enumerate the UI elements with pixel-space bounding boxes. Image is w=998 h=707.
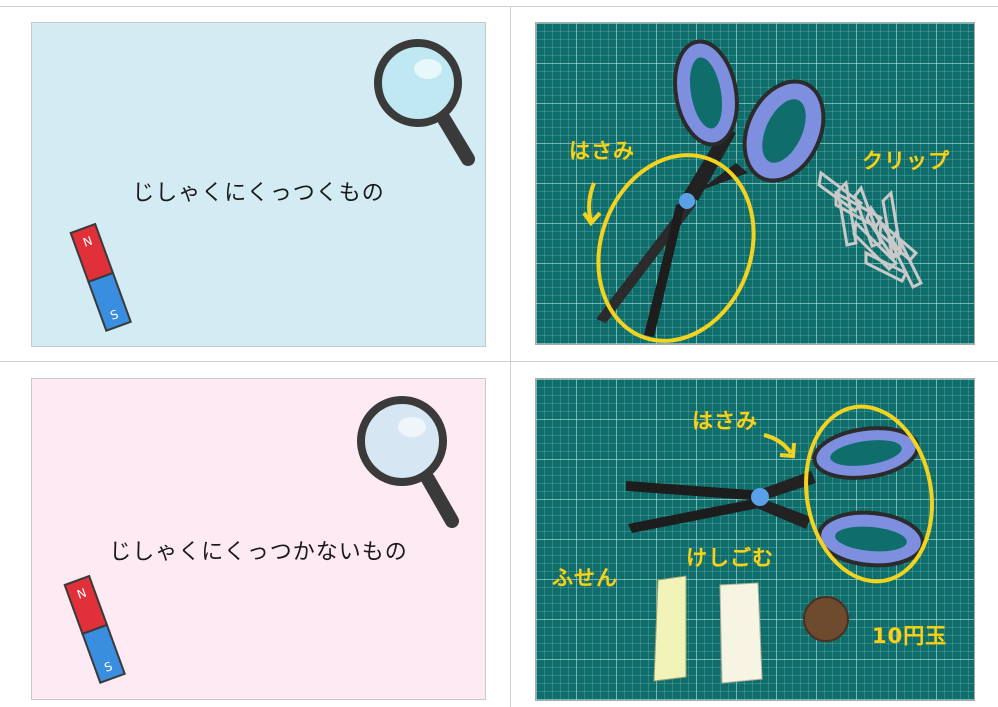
magnet-south-label: S	[108, 307, 120, 323]
label-scissors: はさみ	[569, 139, 635, 163]
photo-scissors-sticky-eraser-coin: はさみ ふせん けしごむ 10円玉	[535, 378, 975, 701]
card-attracts-magnet: じしゃくにくっつくもの N S	[31, 22, 486, 347]
label-eraser: けしごむ	[686, 546, 774, 570]
magnet-south-label: S	[102, 659, 114, 675]
magnet-north-label: N	[75, 586, 88, 602]
label-scissors: はさみ	[692, 409, 758, 433]
photo-scissors-and-clips: はさみ クリップ	[535, 22, 975, 345]
horizontal-divider	[0, 361, 998, 362]
magnet-north-label: N	[81, 234, 94, 250]
magnifying-glass-icon	[374, 39, 475, 166]
card-title-attracts: じしゃくにくっつくもの	[132, 181, 385, 206]
card-not-attracts-magnet: じしゃくにくっつかないもの N S	[31, 378, 486, 700]
label-paper-clips: クリップ	[862, 149, 950, 173]
cutting-mat-grid	[536, 23, 974, 344]
bar-magnet-icon: N S	[63, 574, 127, 684]
card-title-not-attracts: じしゃくにくっつかないもの	[109, 540, 408, 565]
vertical-divider	[510, 6, 511, 707]
bar-magnet-icon: N S	[69, 222, 133, 332]
horizontal-divider	[0, 6, 998, 7]
scissors-open-photo	[582, 39, 924, 343]
magnifying-glass-icon	[357, 396, 459, 528]
label-coin: 10円玉	[872, 624, 948, 648]
label-sticky-note: ふせん	[552, 566, 618, 590]
scissors-closed-photo	[626, 404, 934, 684]
